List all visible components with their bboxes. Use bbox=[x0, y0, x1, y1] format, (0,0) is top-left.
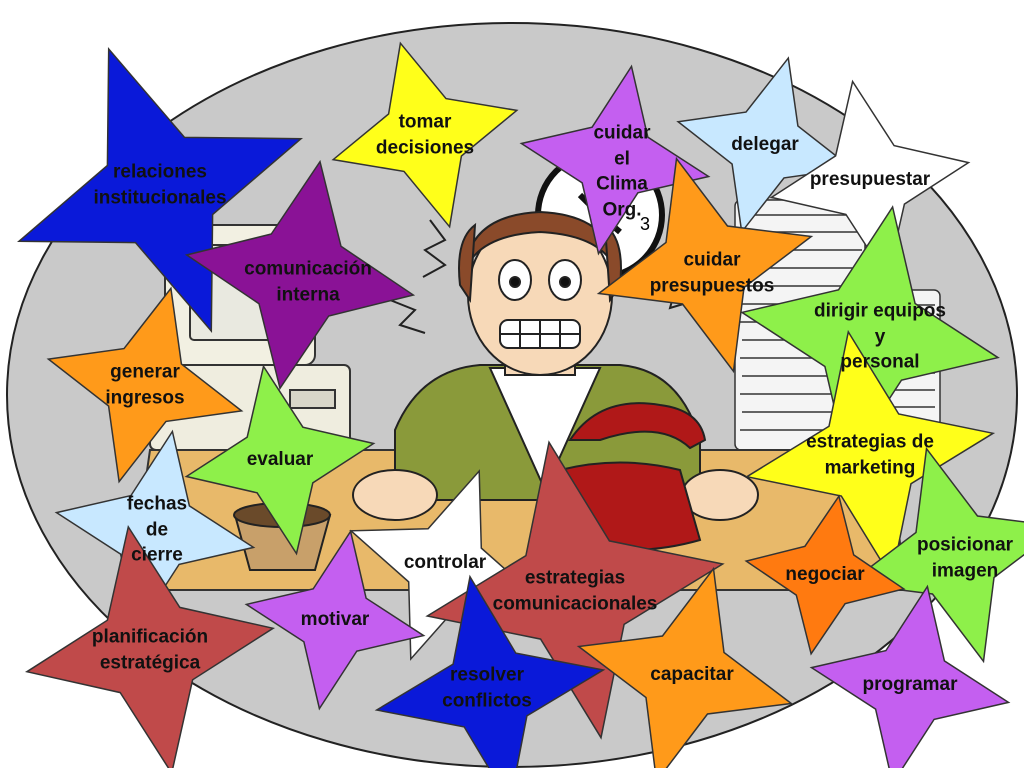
star-shape-controlar bbox=[349, 469, 541, 661]
star-label-cuidar-presupuestos: cuidar presupuestos bbox=[649, 249, 775, 296]
star-shape-cuidar-presupuestos bbox=[596, 156, 814, 374]
star-label-tomar: tomar decisiones bbox=[375, 111, 475, 158]
star-label-fechas: fechas de cierre bbox=[126, 493, 188, 566]
stressed-man-figure bbox=[352, 210, 759, 521]
star-label-delegar: delegar bbox=[731, 134, 799, 156]
star-label-cuidar-clima: cuidar el Clima Org. bbox=[593, 122, 651, 221]
star-shape-planificacion bbox=[24, 524, 276, 773]
star-label-evaluar: evaluar bbox=[246, 449, 314, 471]
star-shape-posicionar bbox=[846, 446, 1024, 664]
star-label-programar: programar bbox=[862, 674, 958, 696]
star-shape-comunicacion bbox=[184, 159, 416, 391]
star-shape-evaluar bbox=[184, 364, 376, 556]
star-label-capacitar: capacitar bbox=[650, 664, 734, 686]
star-shape-generar bbox=[46, 286, 244, 484]
star-label-comunicacion: comunicación interna bbox=[244, 258, 372, 305]
star-shape-negociar bbox=[744, 494, 906, 656]
star-label-resolver: resolver conflictos bbox=[442, 664, 532, 711]
star-label-estrategias-marketing: estrategias de marketing bbox=[806, 431, 934, 478]
star-shape-tomar bbox=[331, 41, 519, 229]
star-shape-motivar bbox=[244, 529, 426, 711]
star-label-planificacion: planificación estratégica bbox=[91, 626, 209, 673]
star-label-estrategias-com: estrategias comunicacionales bbox=[492, 567, 658, 614]
star-label-controlar: controlar bbox=[403, 552, 487, 574]
star-label-motivar: motivar bbox=[300, 609, 370, 631]
star-shape-programar bbox=[809, 584, 1011, 773]
star-label-relaciones: relaciones institucionales bbox=[93, 161, 227, 208]
star-shape-capacitar bbox=[576, 566, 794, 773]
star-label-generar: generar ingresos bbox=[105, 361, 185, 408]
star-label-posicionar: posicionar imagen bbox=[916, 534, 1014, 581]
star-label-presupuestar: presupuestar bbox=[809, 169, 931, 191]
star-shape-resolver bbox=[374, 574, 606, 773]
star-label-negociar: negociar bbox=[785, 564, 865, 586]
star-shape-cuidar-clima bbox=[519, 64, 711, 256]
star-shape-relaciones bbox=[16, 46, 304, 334]
stars-layer bbox=[16, 41, 1024, 773]
svg-text:3: 3 bbox=[640, 214, 650, 234]
star-label-dirigir: dirigir equipos y personal bbox=[814, 300, 946, 373]
star-shape-estrategias-com bbox=[425, 440, 725, 740]
